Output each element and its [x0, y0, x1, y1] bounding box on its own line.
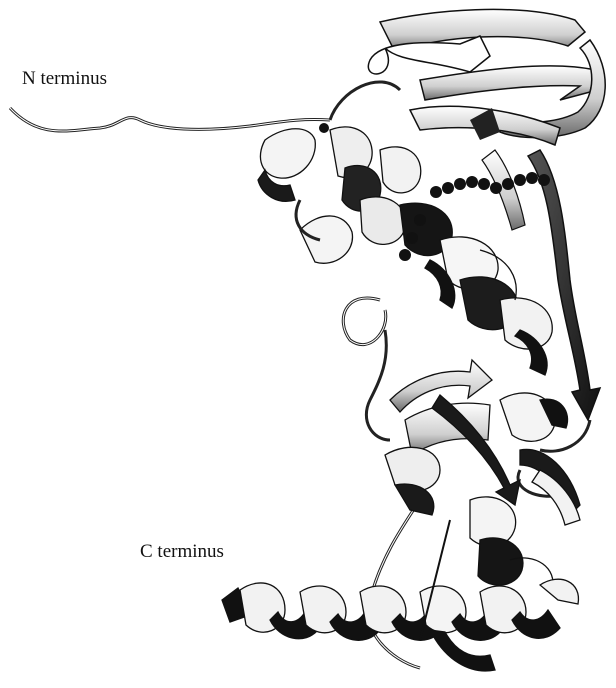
c-terminal-helix	[222, 520, 578, 671]
c-terminus-label: C terminus	[140, 541, 224, 563]
middle-domain	[385, 360, 580, 590]
n-terminus-label: N terminus	[22, 68, 107, 90]
